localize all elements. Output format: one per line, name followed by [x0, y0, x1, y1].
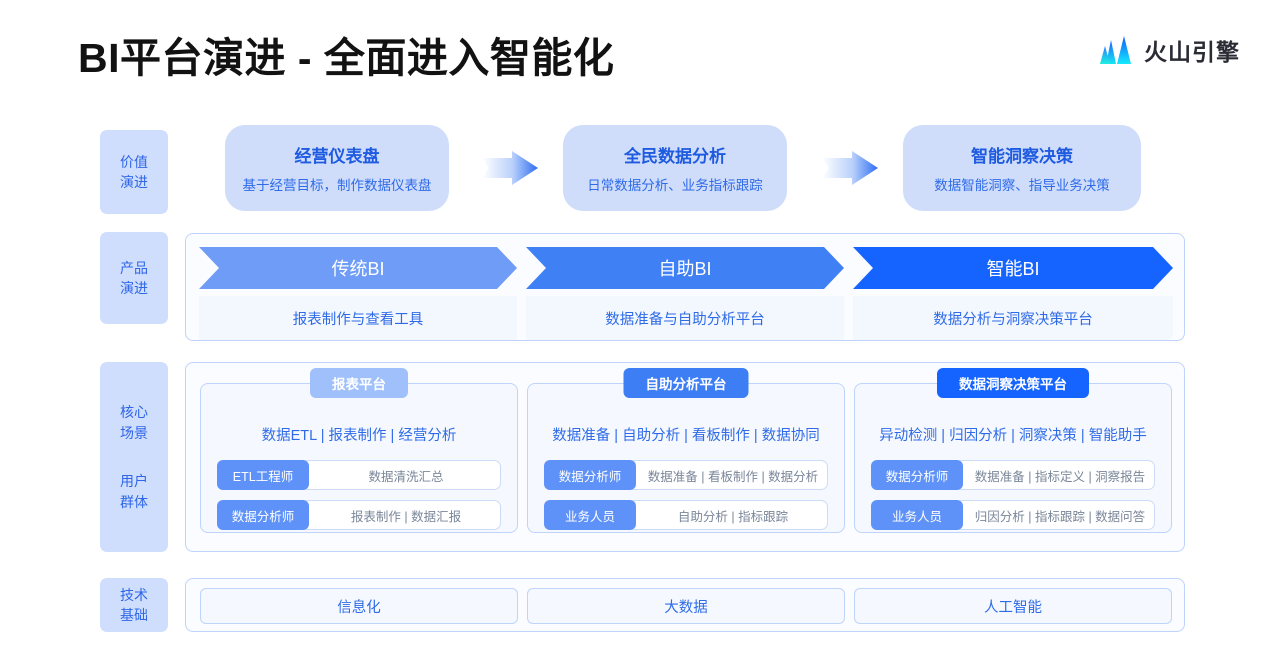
value-card-title: 经营仪表盘: [294, 147, 380, 166]
role-name: ETL工程师: [217, 460, 309, 490]
role-name: 数据分析师: [871, 460, 963, 490]
product-desc-1: 报表制作与查看工具: [199, 296, 517, 340]
rail-label-line1: 价值: [120, 153, 148, 170]
role-name: 业务人员: [544, 500, 636, 530]
role-tasks: 数据准备 | 看板制作 | 数据分析: [628, 460, 828, 490]
role-row: ETL工程师 数据清洗汇总: [217, 460, 501, 490]
rail-label-line2: 基础: [120, 607, 148, 623]
rail-label-line4: 群体: [120, 493, 148, 510]
tech-base-row: 信息化 大数据 人工智能: [185, 578, 1185, 632]
role-row: 业务人员 自助分析 | 指标跟踪: [544, 500, 828, 530]
rail-item-product-evolution: 产品 演进: [100, 232, 168, 324]
role-name: 业务人员: [871, 500, 963, 530]
value-card-desc: 基于经营目标，制作数据仪表盘: [242, 178, 432, 193]
rail-group-core-scenarios: 核心 场景: [120, 402, 148, 443]
rail-label-line3: 用户: [120, 473, 148, 490]
scenario-panel-tab: 报表平台: [310, 368, 408, 398]
value-card-1: 经营仪表盘 基于经营目标，制作数据仪表盘: [225, 125, 449, 211]
role-row: 数据分析师 报表制作 | 数据汇报: [217, 500, 501, 530]
value-card-desc: 日常数据分析、业务指标跟踪: [587, 178, 763, 193]
scenario-list: 数据准备 | 自助分析 | 看板制作 | 数据协同: [552, 428, 820, 444]
role-list: ETL工程师 数据清洗汇总 数据分析师 报表制作 | 数据汇报: [217, 460, 501, 530]
value-evolution-row: 经营仪表盘 基于经营目标，制作数据仪表盘 全民数据分析 日常数据分析、业务指标跟…: [185, 125, 1185, 220]
right-arrow-icon: [822, 151, 878, 185]
product-evolution-row: 传统BI 自助BI 智能BI 报表制作与查看工具 数据准备与自助分析平台 数据分…: [185, 233, 1185, 341]
product-chevron-self-service-bi: 自助BI: [526, 247, 844, 289]
role-name: 数据分析师: [544, 460, 636, 490]
role-list: 数据分析师 数据准备 | 看板制作 | 数据分析 业务人员 自助分析 | 指标跟…: [544, 460, 828, 530]
role-tasks: 归因分析 | 指标跟踪 | 数据问答: [955, 500, 1155, 530]
slide-header: BI平台演进 - 全面进入智能化 火山引擎: [0, 0, 1280, 100]
scenario-panel-tab: 数据洞察决策平台: [937, 368, 1089, 398]
rail-label-line1: 产品: [120, 259, 148, 276]
page-title: BI平台演进 - 全面进入智能化: [78, 35, 615, 81]
rail-group-user-groups: 用户 群体: [120, 471, 148, 512]
scenario-panel-report-platform: 报表平台 数据ETL | 报表制作 | 经营分析 ETL工程师 数据清洗汇总 数…: [200, 368, 518, 533]
value-card-3: 智能洞察决策 数据智能洞察、指导业务决策: [903, 125, 1141, 211]
value-card-desc: 数据智能洞察、指导业务决策: [934, 178, 1110, 193]
value-card-2: 全民数据分析 日常数据分析、业务指标跟踪: [563, 125, 787, 211]
rail-label-line1: 技术: [120, 586, 148, 603]
role-tasks: 数据清洗汇总: [301, 460, 501, 490]
volcano-mountain-icon: [1100, 36, 1131, 64]
scenario-panel-tab: 自助分析平台: [623, 368, 749, 398]
role-tasks: 报表制作 | 数据汇报: [301, 500, 501, 530]
brand-name: 火山引擎: [1144, 39, 1240, 65]
product-chevron-intelligent-bi: 智能BI: [853, 247, 1173, 289]
scenario-panel-data-insight-decision-platform: 数据洞察决策平台 异动检测 | 归因分析 | 洞察决策 | 智能助手 数据分析师…: [854, 368, 1172, 533]
rail-label-line2: 演进: [120, 280, 148, 296]
tech-base-item-3: 人工智能: [854, 588, 1172, 624]
role-tasks: 数据准备 | 指标定义 | 洞察报告: [955, 460, 1155, 490]
product-chevron-traditional-bi: 传统BI: [199, 247, 517, 289]
role-tasks: 自助分析 | 指标跟踪: [628, 500, 828, 530]
rail-item-value-evolution: 价值 演进: [100, 130, 168, 214]
brand-logo: 火山引擎: [1100, 33, 1240, 67]
value-card-title: 全民数据分析: [624, 147, 726, 166]
rail-label-line2: 场景: [120, 424, 148, 441]
rail-item-core-scenarios-and-users: 核心 场景 用户 群体: [100, 362, 168, 552]
role-row: 数据分析师 数据准备 | 指标定义 | 洞察报告: [871, 460, 1155, 490]
tech-base-item-2: 大数据: [527, 588, 845, 624]
scenario-panel-self-service-analytics-platform: 自助分析平台 数据准备 | 自助分析 | 看板制作 | 数据协同 数据分析师 数…: [527, 368, 845, 533]
value-card-title: 智能洞察决策: [971, 147, 1073, 166]
rail-item-tech-base: 技术 基础: [100, 578, 168, 632]
product-chevron-label: 自助BI: [526, 247, 844, 289]
role-list: 数据分析师 数据准备 | 指标定义 | 洞察报告 业务人员 归因分析 | 指标跟…: [871, 460, 1155, 530]
product-chevron-label: 传统BI: [199, 247, 517, 289]
tech-base-item-1: 信息化: [200, 588, 518, 624]
role-name: 数据分析师: [217, 500, 309, 530]
product-chevron-label: 智能BI: [853, 247, 1173, 289]
rail-label-line2: 演进: [120, 174, 148, 190]
scenario-list: 异动检测 | 归因分析 | 洞察决策 | 智能助手: [879, 428, 1147, 444]
product-desc-3: 数据分析与洞察决策平台: [853, 296, 1173, 340]
role-row: 业务人员 归因分析 | 指标跟踪 | 数据问答: [871, 500, 1155, 530]
rail-label-line1: 核心: [120, 404, 148, 421]
product-desc-2: 数据准备与自助分析平台: [526, 296, 844, 340]
core-scenarios-row: 报表平台 数据ETL | 报表制作 | 经营分析 ETL工程师 数据清洗汇总 数…: [185, 362, 1185, 552]
scenario-list: 数据ETL | 报表制作 | 经营分析: [261, 428, 457, 444]
right-arrow-icon: [482, 151, 538, 185]
role-row: 数据分析师 数据准备 | 看板制作 | 数据分析: [544, 460, 828, 490]
